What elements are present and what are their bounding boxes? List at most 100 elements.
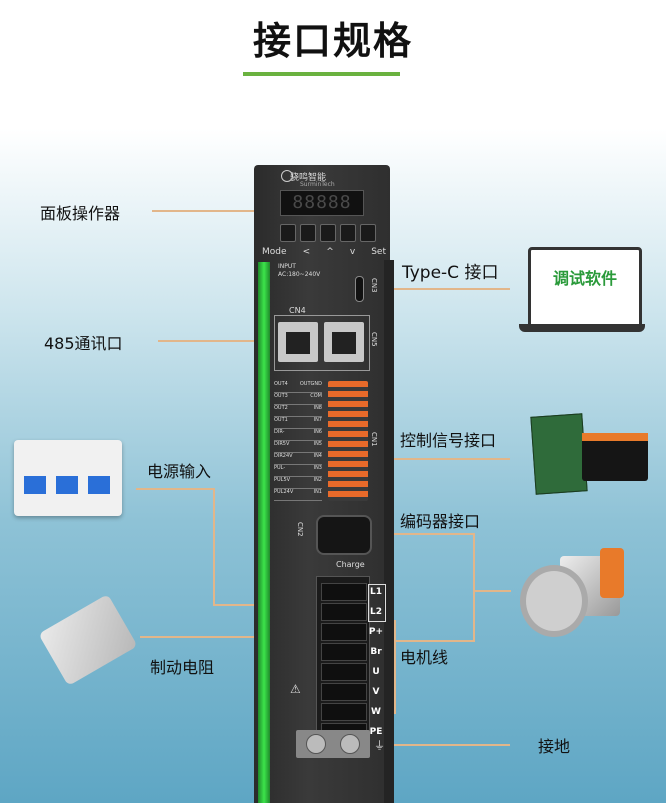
line-motor-bracket — [394, 620, 396, 714]
line-motor-v — [473, 592, 475, 642]
page-title: 接口规格 — [252, 19, 413, 63]
key-labels: Mode < ^ v Set — [262, 247, 386, 257]
line-panel — [152, 210, 262, 212]
screw-icon — [306, 734, 326, 754]
cn4-tag: CN4 — [289, 306, 306, 315]
line-encoder-h — [370, 533, 474, 535]
line-brake — [140, 636, 320, 638]
ground-terminal — [296, 730, 370, 758]
laptop-text: 调试软件 — [552, 269, 617, 288]
motor-flange-image — [520, 565, 588, 637]
breaker-switch — [88, 476, 110, 494]
line-motor-h — [473, 590, 511, 592]
terminal-pin-labels: L1 L2 P+ Br U V W PE — [368, 582, 384, 742]
pin-label: PE — [369, 727, 383, 737]
input-spec: INPUT AC:180~240V — [278, 263, 320, 279]
label-ground: 接地 — [538, 737, 571, 756]
cn3-tag: CN3 — [370, 278, 378, 293]
label-panel: 面板操作器 — [40, 204, 121, 223]
ground-icon: ⏚ — [374, 739, 385, 752]
l1-l2-box — [368, 584, 386, 622]
line-control — [384, 458, 510, 460]
key-label-down: v — [349, 247, 356, 257]
drive-side — [384, 260, 394, 803]
key-label-left: < — [302, 247, 311, 257]
encoder-port — [316, 515, 372, 555]
power-terminal — [316, 576, 370, 748]
terminal-slot — [321, 683, 367, 701]
plc-image — [582, 433, 648, 481]
label-motor: 电机线 — [400, 648, 449, 667]
cn4-cn5-frame — [274, 315, 370, 371]
terminal-slot — [321, 643, 367, 661]
motor-cap-image — [600, 548, 624, 598]
pin-label: V — [372, 687, 380, 697]
label-485: 485通讯口 — [44, 334, 123, 353]
pin-label: Br — [370, 647, 382, 657]
line-485 — [158, 340, 280, 342]
line-encoder-v — [473, 533, 475, 591]
label-power-in: 电源输入 — [147, 462, 212, 481]
terminal-slot — [321, 603, 367, 621]
laptop-base — [519, 324, 645, 332]
pcb-image — [530, 413, 588, 495]
usb-c-port-icon — [355, 276, 364, 302]
breaker-switch — [56, 476, 78, 494]
panel-keys — [270, 224, 380, 244]
label-brake: 制动电阻 — [150, 658, 215, 677]
input-voltage: AC:180~240V — [278, 271, 321, 278]
set-key[interactable] — [360, 224, 376, 242]
key-label-set: Set — [371, 247, 386, 257]
breaker-image — [14, 440, 122, 516]
label-typec: Type-C 接口 — [402, 263, 499, 283]
breaker-switch — [24, 476, 46, 494]
terminal-slot — [321, 623, 367, 641]
pin-label: W — [371, 707, 381, 717]
brand-name: 骁鸣智能 — [290, 173, 327, 183]
key-label-mode: Mode — [262, 247, 287, 257]
brand-sub: SurminTech — [300, 181, 335, 188]
label-control: 控制信号接口 — [400, 431, 497, 450]
pin-label: P+ — [368, 627, 384, 637]
plc-strip — [582, 433, 648, 441]
cn1-terminal — [328, 381, 368, 501]
line-typec — [380, 288, 510, 290]
title-underline — [243, 72, 400, 76]
line-motor-h2 — [394, 640, 474, 642]
screw-icon — [340, 734, 360, 754]
key-label-up: ^ — [326, 247, 334, 257]
signal-row: PUL-IN3 — [274, 465, 322, 477]
terminal-slot — [321, 583, 367, 601]
drive-green-strip — [258, 262, 270, 803]
down-key[interactable] — [340, 224, 356, 242]
pin-label: L2 — [370, 607, 382, 617]
terminal-slot — [321, 663, 367, 681]
cn1-tag: CN1 — [370, 432, 378, 447]
left-key[interactable] — [300, 224, 316, 242]
rj45-port-icon — [324, 322, 364, 362]
rj45-port-icon — [278, 322, 318, 362]
pin-label: U — [372, 667, 380, 677]
led-display: 88888 — [280, 190, 364, 216]
pin-label: L1 — [370, 587, 382, 597]
line-power-h1 — [136, 488, 214, 490]
up-key[interactable] — [320, 224, 336, 242]
brake-resistor-image — [38, 594, 138, 686]
label-encoder: 编码器接口 — [400, 512, 481, 531]
cn5-tag: CN5 — [370, 332, 378, 347]
warning-icon: ⚠ — [290, 682, 301, 696]
brand-logo-icon — [281, 170, 293, 182]
terminal-slot — [321, 703, 367, 721]
line-power-v — [213, 488, 215, 606]
mode-key[interactable] — [280, 224, 296, 242]
